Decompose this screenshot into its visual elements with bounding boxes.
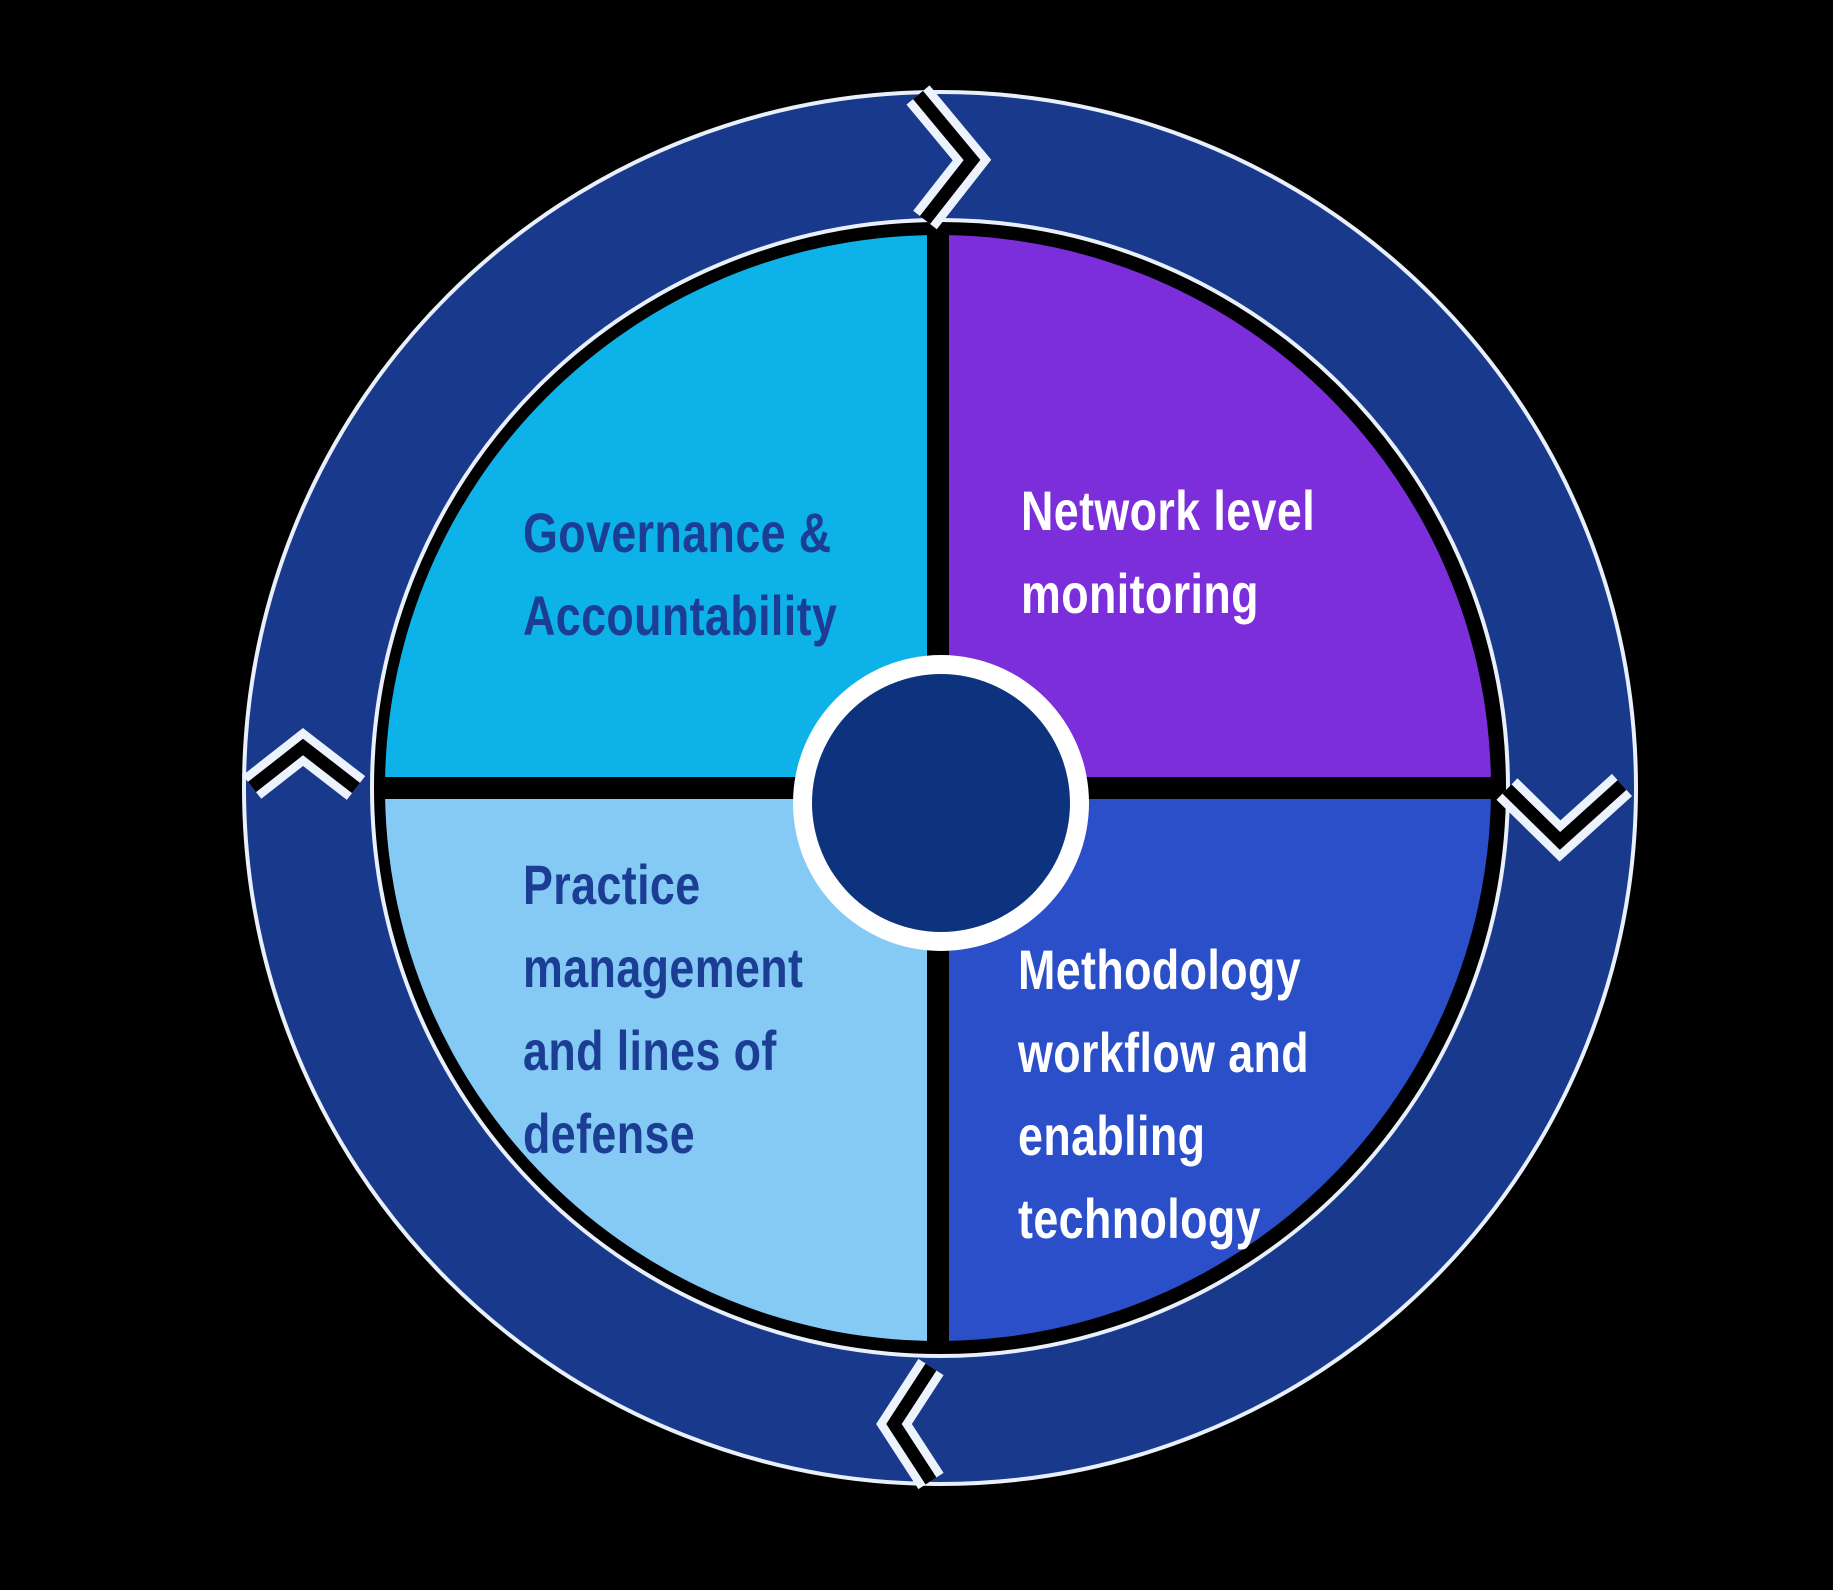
sector-methodology-workflow — [949, 799, 1491, 1341]
label-line: Accountability — [523, 584, 838, 647]
label-line: Network level — [1021, 479, 1316, 542]
label-line: management — [523, 936, 804, 999]
ring-arrow-left — [242, 727, 366, 800]
label-practice-management: Practice management and lines of defense — [523, 843, 803, 1175]
label-line: workflow and — [1018, 1021, 1310, 1084]
label-line: and lines of — [523, 1019, 777, 1082]
ring-arrow-bottom — [876, 1358, 944, 1490]
ring-arrow-top — [906, 85, 992, 230]
label-line: monitoring — [1021, 562, 1259, 625]
label-line: defense — [523, 1102, 696, 1165]
sector-governance-accountability — [385, 235, 927, 778]
ring-arrow-right — [1496, 773, 1633, 862]
label-line: enabling — [1018, 1104, 1206, 1167]
ring-arrow-top-cut — [913, 90, 981, 225]
hub-circle — [812, 674, 1070, 932]
sector-practice-management — [385, 799, 927, 1341]
label-line: technology — [1018, 1187, 1261, 1250]
label-methodology-workflow: Methodology workflow and enabling techno… — [1018, 928, 1309, 1260]
label-line: Methodology — [1018, 938, 1302, 1001]
label-line: Practice — [523, 853, 701, 916]
ring-arrow-bottom-cut — [886, 1363, 937, 1485]
label-line: Governance & — [523, 501, 832, 564]
label-governance-accountability: Governance & Accountability — [523, 491, 837, 657]
ring-arrow-left-cut — [247, 738, 360, 794]
sector-network-level-monitoring — [949, 235, 1491, 778]
label-network-level-monitoring: Network level monitoring — [1021, 469, 1315, 635]
outer-ring-outer-edge — [242, 90, 1638, 1486]
ring-arrow-right-cut — [1502, 780, 1627, 850]
